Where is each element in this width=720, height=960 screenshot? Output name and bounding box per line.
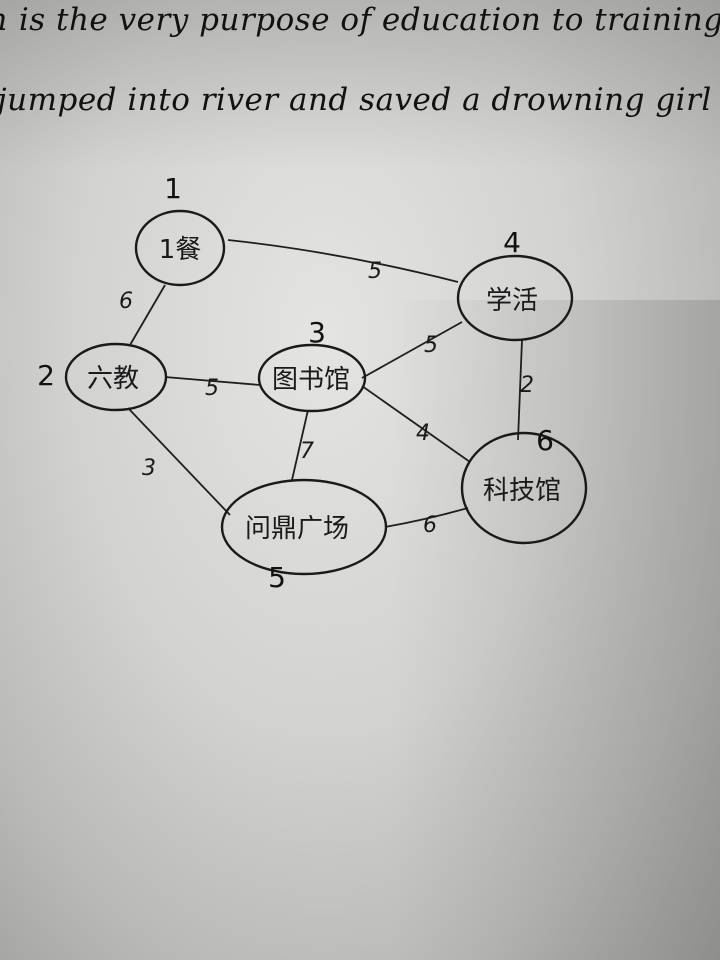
edge-weight-n2-n5: 3 (142, 456, 156, 481)
node-3-number: 3 (308, 316, 326, 349)
edge-weight-n3-n4: 5 (424, 333, 438, 358)
node-6-label: 科技馆 (483, 476, 561, 506)
edge-n3-n6 (361, 385, 471, 463)
edge-weight-n4-n6: 2 (520, 373, 534, 398)
node-4-ellipse (456, 254, 574, 342)
node-1-label: 1餐 (159, 235, 202, 265)
node-4-number: 4 (503, 226, 521, 259)
edge-n4-n6 (517, 339, 523, 441)
node-1-number: 1 (164, 172, 182, 205)
node-5-label: 问鼎广场 (245, 514, 349, 544)
paper-shadow-top (0, 0, 720, 170)
node-6-number: 6 (536, 424, 554, 457)
edge-n5-n6 (384, 507, 469, 528)
edge-weight-n3-n6: 4 (416, 421, 430, 446)
node-5-number: 5 (268, 561, 286, 594)
node-3-ellipse (257, 343, 367, 413)
handwritten-line-2: jumped into river and saved a drowning g… (0, 82, 720, 118)
edge-n3-n5 (291, 409, 309, 481)
edge-n2-n3 (164, 376, 261, 386)
edge-n3-n4 (361, 321, 463, 379)
edge-n1-n4 (227, 239, 459, 283)
edge-weight-n1-n2: 6 (119, 289, 133, 314)
edge-n2-n5 (127, 407, 231, 516)
node-1-ellipse (134, 209, 226, 287)
node-4-label: 学活 (486, 286, 538, 316)
node-6-ellipse (460, 431, 588, 545)
edge-weight-n1-n4: 5 (368, 259, 382, 284)
edge-weight-n2-n3: 5 (205, 376, 219, 401)
paper-shadow-right (390, 300, 720, 960)
edge-weight-n3-n5: 7 (300, 439, 314, 464)
node-3-label: 图书馆 (272, 365, 350, 395)
node-2-ellipse (64, 342, 168, 412)
node-2-label: 六教 (87, 364, 139, 394)
edge-weight-n5-n6: 6 (423, 513, 437, 538)
node-5-ellipse (220, 478, 388, 576)
edge-n1-n2 (129, 284, 166, 346)
handwritten-line-1: h is the very purpose of education to tr… (0, 2, 720, 38)
node-2-number: 2 (37, 359, 55, 392)
